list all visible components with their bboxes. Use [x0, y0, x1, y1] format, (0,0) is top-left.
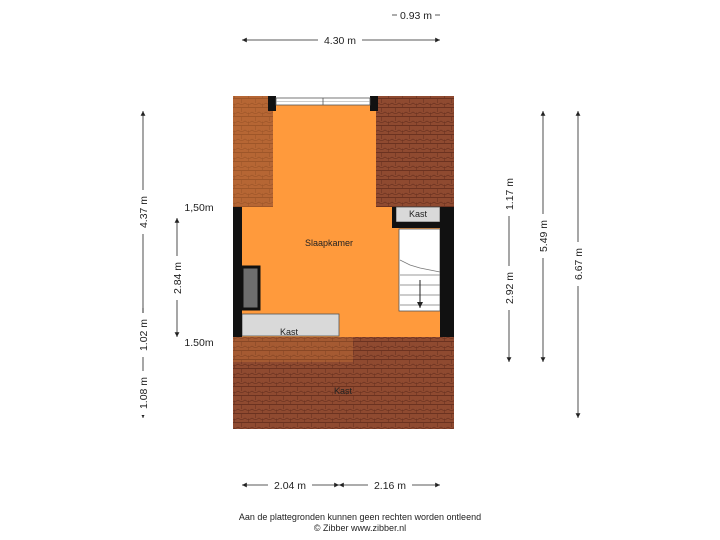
roof-bottom [233, 337, 454, 429]
chimney-block [240, 265, 261, 311]
room-label-kast-left: Kast [280, 327, 299, 337]
dim-right-b: 5.49 m [538, 220, 550, 252]
dim-bottom-left: 2.04 m [274, 480, 306, 492]
slaapkamer-floor [233, 96, 440, 362]
copyright-text: © Zibber www.zibber.nl [313, 523, 407, 533]
dim-inner-height: 2.84 m [172, 262, 184, 294]
dim-top-small: 0.93 m [400, 10, 432, 22]
disclaimer-text: Aan de plattegronden kunnen geen rechten… [238, 512, 482, 522]
dim-right-a-top: 1.17 m [504, 178, 516, 210]
dim-left-lower-a: 1.02 m [138, 319, 150, 351]
dim-right-c: 6.67 m [573, 248, 585, 280]
dim-left-lower-b: 1.08 m [138, 377, 150, 409]
dim-inner-top-label: 1,50m [184, 202, 213, 214]
room-label-slaapkamer: Slaapkamer [305, 238, 353, 248]
room-label-kast-bottom: Kast [334, 386, 353, 396]
roof-right [376, 96, 454, 207]
dim-right-a-bottom: 2.92 m [504, 272, 516, 304]
dim-top-width: 4.30 m [324, 35, 356, 47]
room-label-kast-right: Kast [409, 209, 428, 219]
staircase [398, 228, 441, 312]
window [275, 97, 371, 106]
dim-inner-bottom-label: 1.50m [184, 337, 213, 349]
dim-bottom-right: 2.16 m [374, 480, 406, 492]
walls [233, 96, 454, 337]
dim-left-total: 4.37 m [138, 196, 150, 228]
